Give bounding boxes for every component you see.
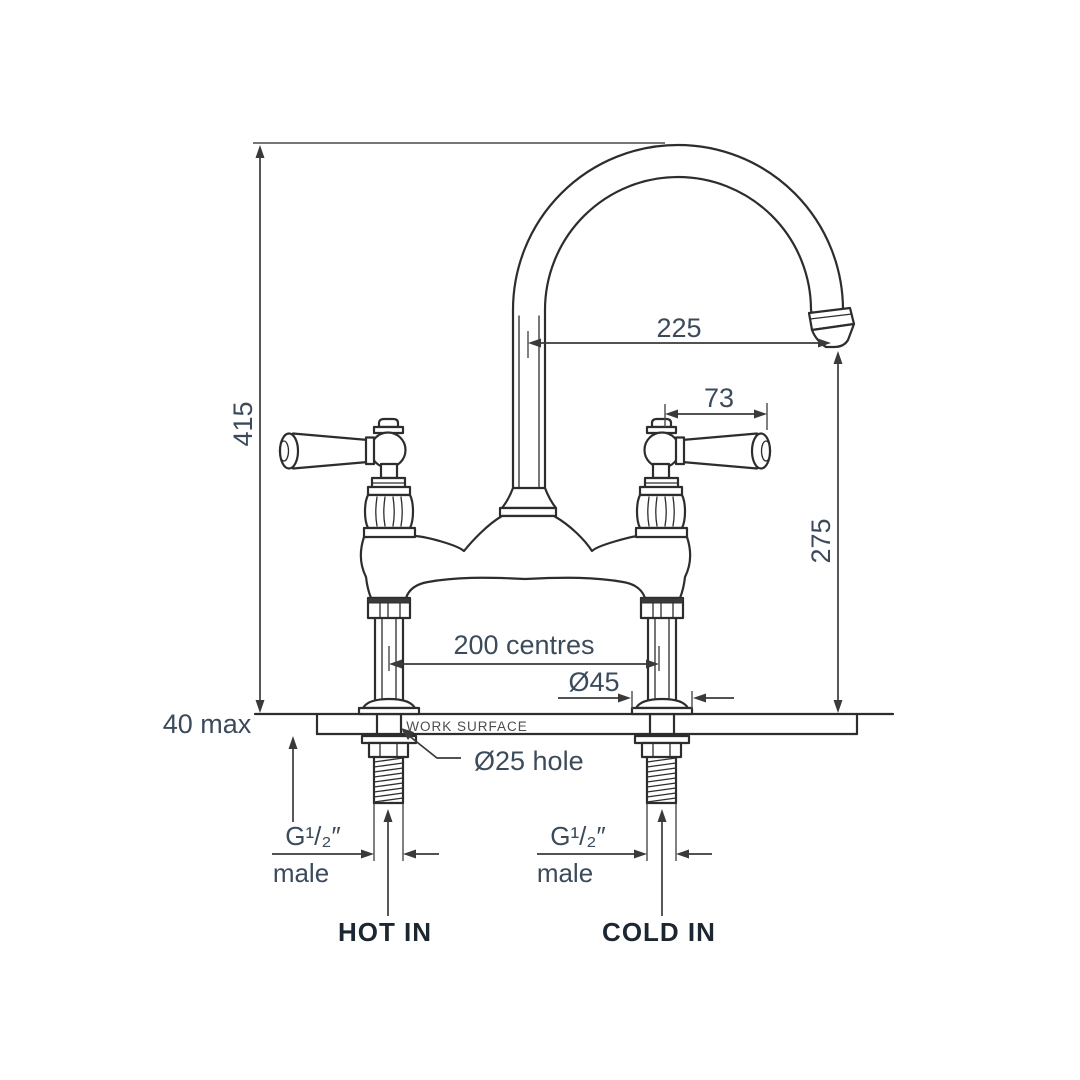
dim-cold-thread: G¹/₂″ male: [537, 821, 712, 888]
left-fluted-bell: [362, 485, 417, 539]
right-base-flange: [630, 706, 694, 716]
dim-handle-length: 73: [664, 383, 768, 430]
left-handle-top-knob: [377, 417, 400, 429]
right-valve-boss: [643, 431, 681, 469]
work-surface-label: WORK SURFACE: [406, 719, 528, 734]
cold-tail: [633, 712, 691, 861]
right-pillar: [630, 616, 694, 716]
left-handle-stem: [379, 462, 399, 480]
cold-in-label: COLD IN: [602, 917, 716, 947]
hot-threaded-tail: [372, 755, 405, 805]
cold-in-indicator: COLD IN: [602, 809, 716, 947]
left-coupling-nut: [366, 596, 412, 620]
right-handle-top-knob: [650, 417, 673, 429]
spout-base-ring: [498, 506, 558, 518]
dim-handle-length-value: 73: [704, 383, 734, 413]
dim-max-surface-thickness: 40 max: [163, 709, 298, 822]
hot-thread-gender: male: [273, 858, 329, 888]
cold-thread-size: G¹/₂″: [550, 821, 605, 851]
cold-thread-gender: male: [537, 858, 593, 888]
hot-tail: [360, 712, 418, 861]
spout-nozzle: [807, 306, 856, 349]
dim-overall-height-value: 415: [228, 401, 258, 446]
callout-mounting-hole-value: Ø25 hole: [474, 746, 584, 776]
spout: [498, 143, 856, 518]
left-lever: [291, 432, 370, 470]
dim-tap-hole-centres-value: 200 centres: [453, 630, 594, 660]
callout-mounting-hole: Ø25 hole: [401, 728, 584, 776]
dim-base-diameter-value: Ø45: [568, 667, 619, 697]
left-base-dome: [361, 697, 417, 710]
dim-base-diameter: Ø45: [558, 667, 734, 709]
right-lever: [680, 432, 759, 470]
hot-in-label: HOT IN: [338, 917, 432, 947]
hot-locknut: [367, 741, 410, 759]
cold-threaded-tail: [645, 755, 678, 805]
dim-overall-height: 415: [228, 142, 665, 713]
dim-spout-reach: 225: [527, 313, 831, 358]
left-base-flange: [357, 706, 421, 716]
right-base-dome: [634, 697, 690, 710]
dim-max-surface-thickness-value: 40 max: [163, 709, 252, 739]
dim-tap-hole-centres: 200 centres: [388, 630, 660, 671]
left-pillar: [357, 616, 421, 716]
dim-hot-thread: G¹/₂″ male: [272, 821, 439, 888]
dim-spout-clearance: 275: [806, 351, 843, 713]
spout-flare: [500, 486, 558, 510]
cold-locknut: [640, 741, 683, 759]
right-handle-stem: [651, 462, 671, 480]
right-handle: [634, 417, 772, 539]
hot-in-indicator: HOT IN: [338, 809, 432, 947]
left-valve-boss: [369, 431, 407, 469]
left-handle: [278, 417, 417, 539]
work-surface: WORK SURFACE: [253, 712, 895, 736]
right-coupling-nut: [639, 596, 685, 620]
dim-spout-clearance-value: 275: [806, 518, 836, 563]
right-fluted-bell: [634, 485, 689, 539]
dim-spout-reach-value: 225: [656, 313, 701, 343]
hot-thread-size: G¹/₂″: [285, 821, 340, 851]
